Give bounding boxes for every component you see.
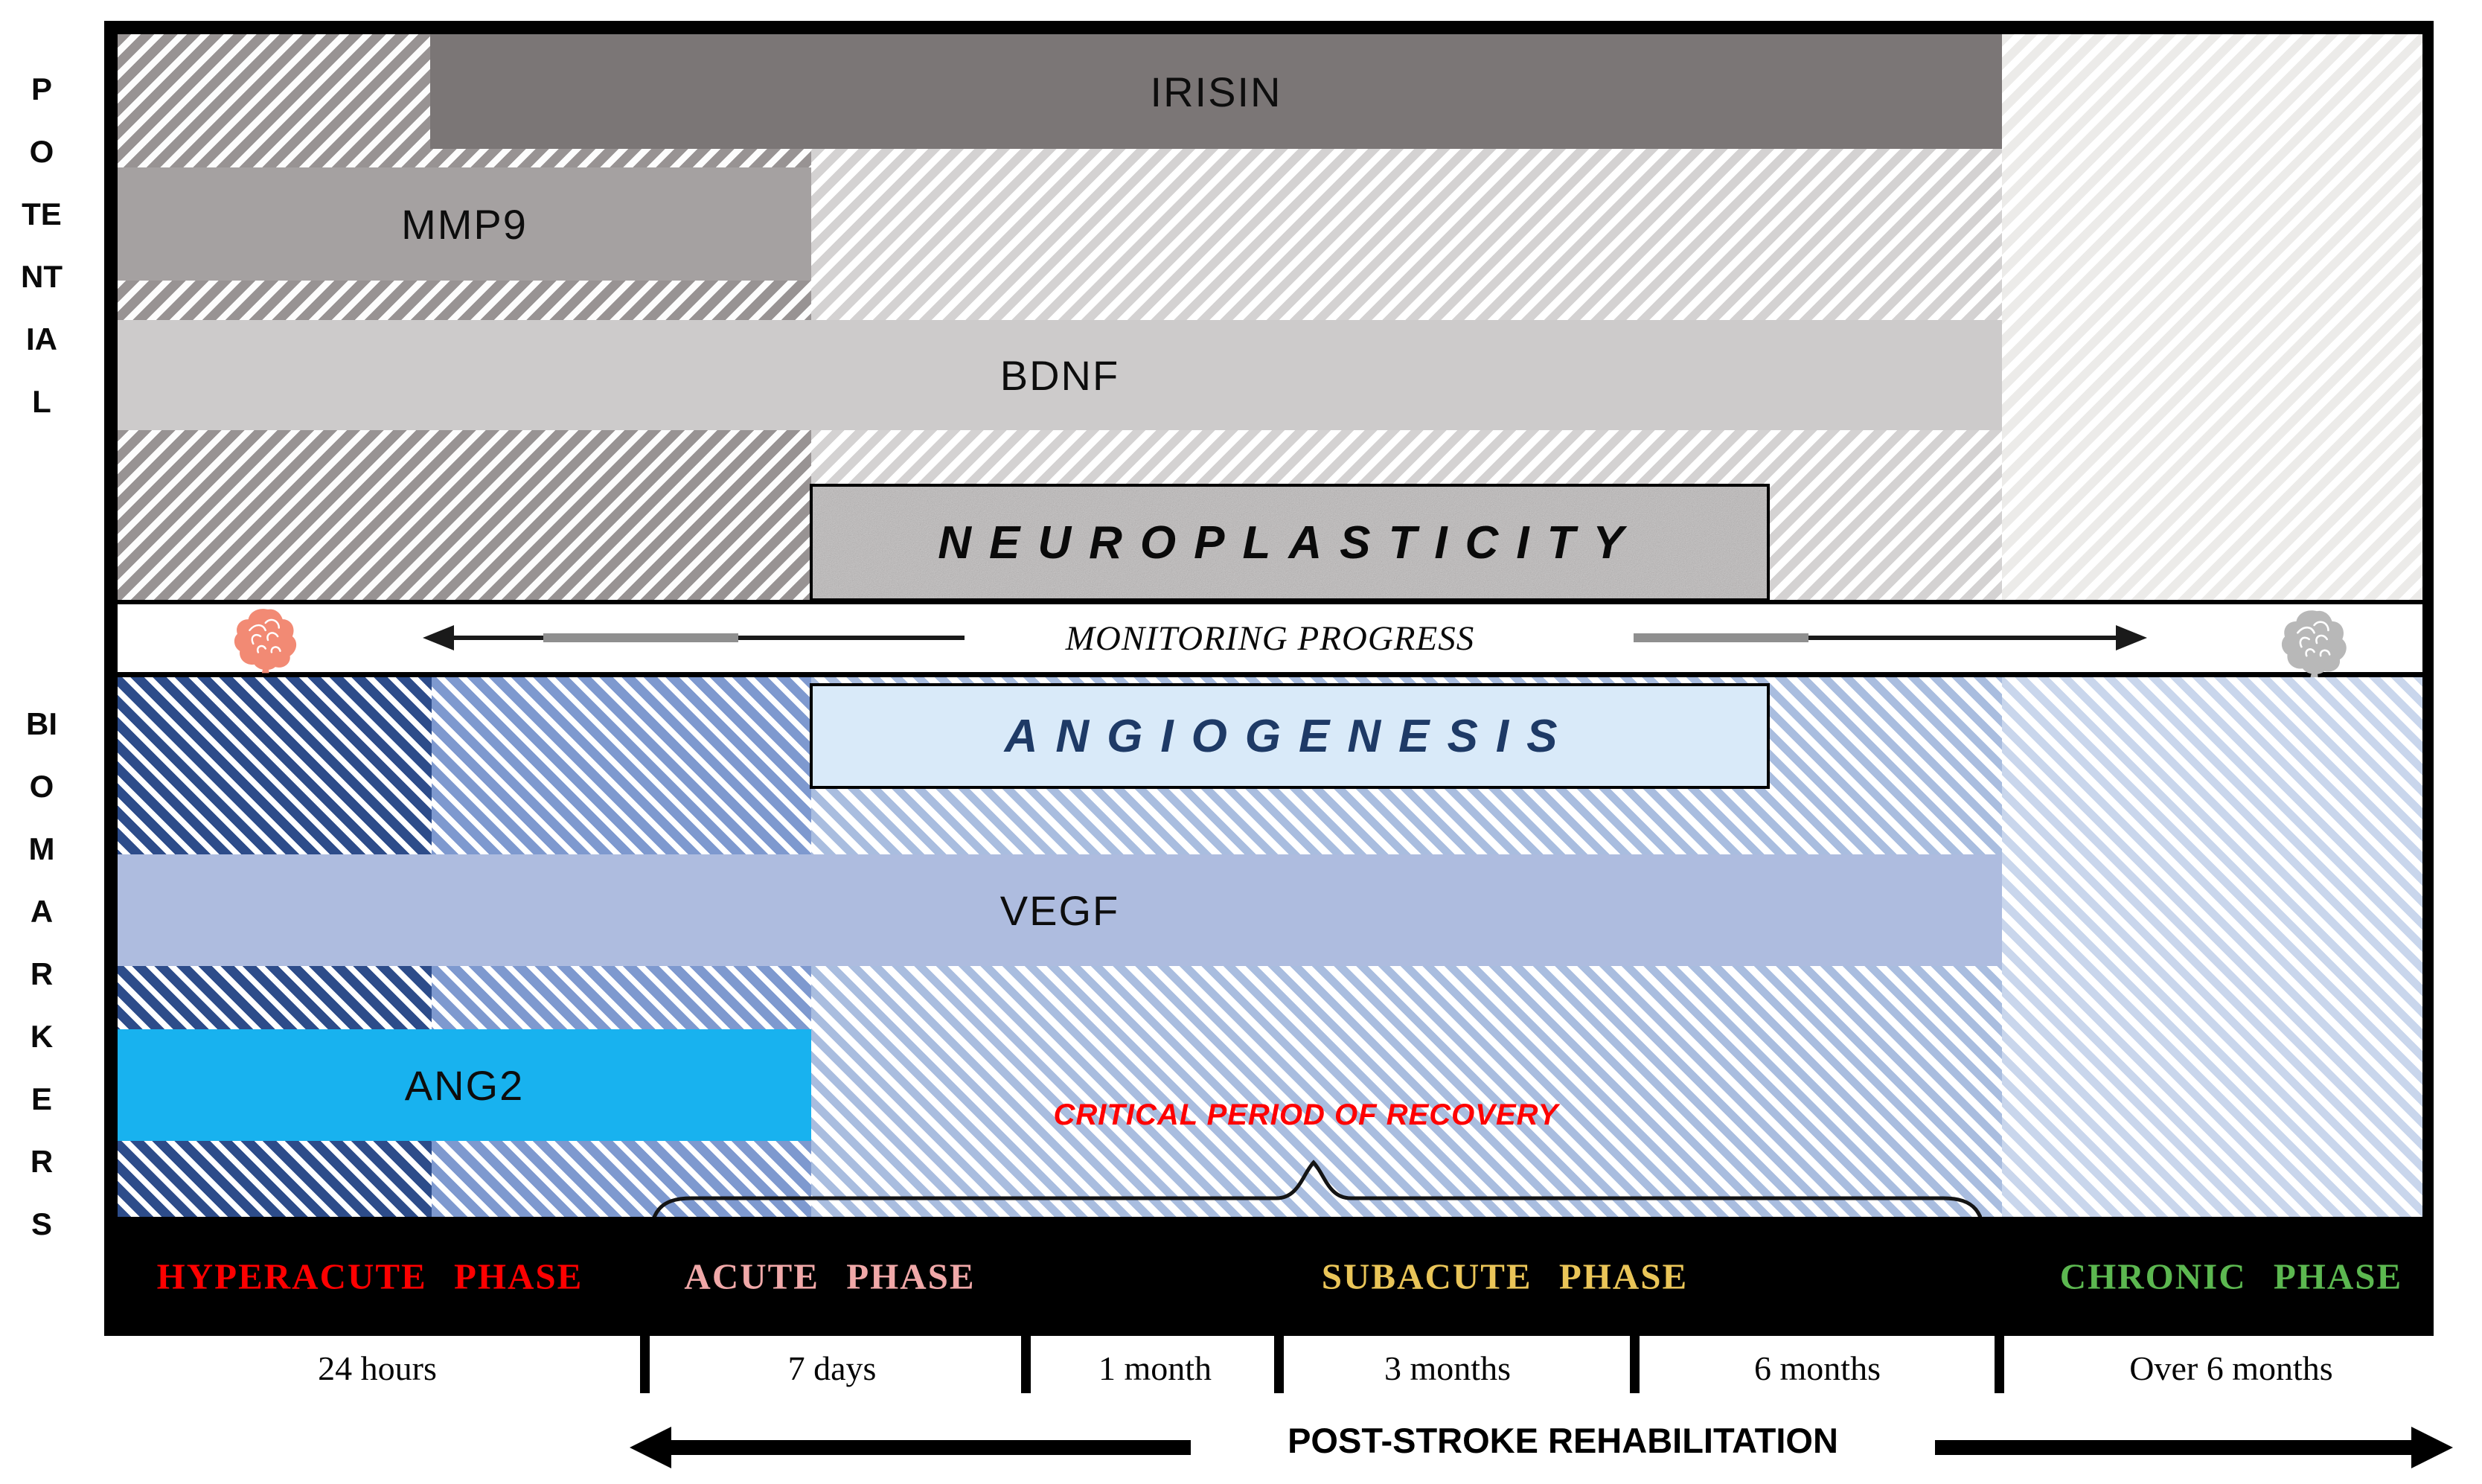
neuroplasticity-box: NEUROPLASTICITY bbox=[810, 484, 1770, 601]
monitor-arrow-right-shaft bbox=[1634, 636, 2117, 640]
monitor-arrow-left-head bbox=[423, 625, 454, 650]
frame-left bbox=[104, 21, 118, 1219]
rehab-arrow-left-shaft bbox=[668, 1440, 1191, 1455]
brain-icon bbox=[234, 609, 297, 674]
time-label-6-months: 6 months bbox=[1754, 1349, 1881, 1387]
monitoring-progress-label: MONITORING PROGRESS bbox=[1065, 618, 1475, 658]
phase-hyperacute: HYPERACUTE PHASE bbox=[156, 1256, 583, 1297]
time-label-over-6-months: Over 6 months bbox=[2129, 1349, 2333, 1387]
timeline-tick bbox=[1995, 1336, 2004, 1393]
frame-top bbox=[104, 21, 2434, 34]
angiogenesis-box: ANGIOGENESIS bbox=[810, 683, 1770, 789]
brain-icon bbox=[2281, 610, 2347, 678]
neuroplasticity-label: NEUROPLASTICITY bbox=[938, 516, 1642, 569]
time-label-7-days: 7 days bbox=[787, 1349, 877, 1387]
timeline-tick bbox=[1274, 1336, 1284, 1393]
critical-period-brace bbox=[647, 1160, 1987, 1250]
phase-acute: ACUTE PHASE bbox=[684, 1256, 976, 1297]
gray-hatch-chronic-column bbox=[2002, 34, 2422, 604]
faint-blue-hatch-column bbox=[2002, 677, 2422, 1217]
axis-word-potential: POTENTIAL bbox=[21, 71, 63, 419]
bdnf-bar: BDNF bbox=[118, 320, 2002, 430]
angiogenesis-section: ANGIOGENESIS VEGF ANG2 CRITICAL PERIOD O… bbox=[118, 677, 2422, 1217]
neuroplasticity-section: IRISIN MMP9 BDNF NEUROPLASTICITY bbox=[118, 34, 2422, 604]
ang2-bar: ANG2 bbox=[118, 1029, 811, 1141]
irisin-bar: IRISIN bbox=[430, 34, 2002, 149]
time-label-24-hours: 24 hours bbox=[318, 1349, 437, 1387]
rehab-arrow-right-head bbox=[2411, 1427, 2453, 1468]
time-label-1-month: 1 month bbox=[1098, 1349, 1212, 1387]
ang2-label: ANG2 bbox=[404, 1061, 525, 1109]
bdnf-label: BDNF bbox=[999, 351, 1120, 399]
noise-texture bbox=[813, 487, 1767, 598]
frame-right bbox=[2420, 21, 2434, 1219]
phase-band: HYPERACUTE PHASE ACUTE PHASE SUBACUTE PH… bbox=[104, 1217, 2434, 1336]
monitor-arrow-right-gray-segment bbox=[1634, 633, 1808, 642]
rehab-arrow-right-shaft bbox=[1935, 1440, 2413, 1455]
mmp9-label: MMP9 bbox=[401, 200, 528, 248]
phase-subacute: SUBACUTE PHASE bbox=[1321, 1256, 1689, 1297]
critical-period-label: CRITICAL PERIOD OF RECOVERY bbox=[1053, 1098, 1559, 1131]
monitor-arrow-right-head bbox=[2116, 625, 2147, 650]
irisin-label: IRISIN bbox=[1150, 68, 1282, 115]
mmp9-bar: MMP9 bbox=[118, 167, 811, 281]
phase-chronic: CHRONIC PHASE bbox=[2059, 1256, 2403, 1297]
monitoring-band: MONITORING PROGRESS bbox=[118, 600, 2422, 678]
time-label-3-months: 3 months bbox=[1384, 1349, 1511, 1387]
vegf-bar: VEGF bbox=[118, 854, 2002, 966]
monitor-arrow-left-gray-segment bbox=[543, 633, 738, 642]
angiogenesis-label: ANGIOGENESIS bbox=[1004, 710, 1576, 762]
post-stroke-rehabilitation-label: POST-STROKE REHABILITATION bbox=[1288, 1421, 1838, 1460]
timeline-tick bbox=[640, 1336, 650, 1393]
axis-word-biomarkers: BIOMARKERS bbox=[26, 706, 57, 1241]
rehab-arrow-left-head bbox=[630, 1427, 671, 1468]
timeline-tick bbox=[1021, 1336, 1031, 1393]
vegf-label: VEGF bbox=[999, 886, 1120, 934]
timeline-tick bbox=[1630, 1336, 1640, 1393]
